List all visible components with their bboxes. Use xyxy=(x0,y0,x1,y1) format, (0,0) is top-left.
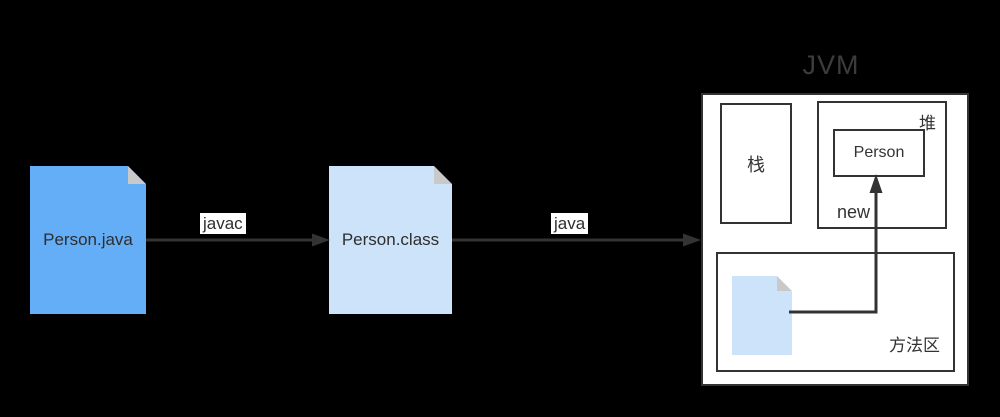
person-java-file: Person.java xyxy=(30,166,146,314)
folded-corner-icon xyxy=(128,166,146,184)
heap-box: 堆 Person new xyxy=(817,101,947,229)
person-class-label: Person.class xyxy=(341,230,440,249)
person-class-file: Person.class xyxy=(329,166,452,314)
person-object-label: Person xyxy=(853,144,905,161)
javac-arrow-label: javac xyxy=(200,213,246,234)
person-java-label: Person.java xyxy=(43,230,133,249)
new-label: new xyxy=(837,202,871,222)
jvm-title: JVM xyxy=(802,50,860,80)
stack-label: 栈 xyxy=(747,154,765,175)
java-arrow xyxy=(452,233,701,247)
loaded-class-file-icon xyxy=(732,276,792,355)
folded-corner-icon xyxy=(777,276,792,291)
stack-box: 栈 xyxy=(720,103,792,224)
method-area-label: 方法区 xyxy=(889,336,940,355)
javac-arrow xyxy=(146,233,330,247)
heap-label: 堆 xyxy=(919,114,936,133)
person-object-box: Person xyxy=(833,129,925,177)
folded-corner-icon xyxy=(434,166,452,184)
method-area-box: 方法区 xyxy=(716,252,955,372)
java-arrow-label: java xyxy=(551,213,589,234)
jvm-box: 栈 堆 Person new 方法区 xyxy=(701,93,969,386)
